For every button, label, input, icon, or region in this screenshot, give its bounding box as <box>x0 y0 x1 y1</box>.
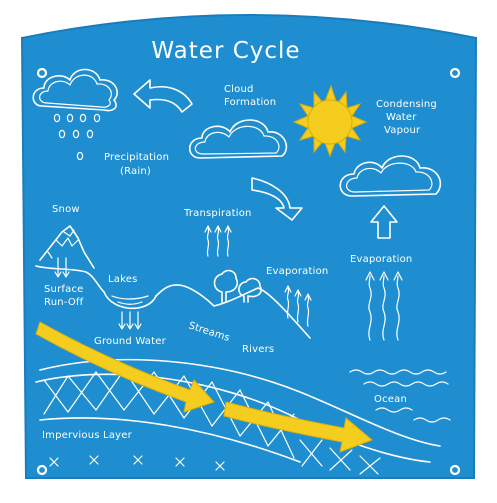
evaporation-land-arrows-icon <box>284 285 312 327</box>
curved-arrow-left-icon <box>133 79 193 113</box>
label-ground-water: Ground Water <box>94 336 167 347</box>
label-cloud-formation-2: Formation <box>224 97 276 108</box>
label-condensing-2: Water <box>386 112 417 123</box>
mounting-holes <box>36 67 461 476</box>
label-transpiration: Transpiration <box>183 208 252 219</box>
yellow-flow-arrow-1-icon <box>35 321 215 413</box>
label-evaporation-ocean: Evaporation <box>350 254 412 265</box>
evaporation-ocean-arrows-icon <box>365 271 403 341</box>
label-snow: Snow <box>52 204 80 215</box>
label-ocean: Ocean <box>374 394 407 405</box>
label-condensing-3: Vapour <box>384 125 421 136</box>
label-lakes: Lakes <box>108 274 138 285</box>
snow-mountain-icon <box>39 225 95 269</box>
label-cloud-formation-1: Cloud <box>224 84 254 95</box>
land-profile-line <box>35 265 311 339</box>
ground-water-arrows-icon <box>118 311 142 330</box>
lake-icon <box>103 291 157 310</box>
sun-icon <box>292 84 368 158</box>
impervious-layer-lattice <box>35 369 431 475</box>
rain-cloud-icon <box>32 68 118 112</box>
label-condensing-1: Condensing <box>376 99 437 110</box>
label-precipitation-1: Precipitation <box>104 152 169 163</box>
label-surface-runoff-2: Run-Off <box>44 297 84 308</box>
yellow-flow-arrow-2-icon <box>223 401 373 453</box>
label-precipitation-2: (Rain) <box>120 166 151 177</box>
condensing-cloud-icon <box>339 155 442 197</box>
lattice-x-markers <box>49 455 225 471</box>
label-evaporation-land: Evaporation <box>266 266 328 277</box>
runoff-arrows-icon <box>54 257 70 278</box>
transpiration-arrows-icon <box>204 225 232 257</box>
panel-board <box>20 14 478 479</box>
up-arrow-icon <box>370 205 398 239</box>
label-rivers: Rivers <box>242 344 274 355</box>
ocean-waves-icon <box>349 369 451 423</box>
page-title: Water Cycle <box>151 38 300 64</box>
curved-arrow-right-icon <box>251 177 303 221</box>
label-impervious-layer: Impervious Layer <box>42 430 133 441</box>
label-surface-runoff-1: Surface <box>44 284 84 295</box>
cloud-formation-icon <box>188 119 288 159</box>
raindrops-icon <box>53 113 101 161</box>
trees-icon <box>213 269 262 303</box>
